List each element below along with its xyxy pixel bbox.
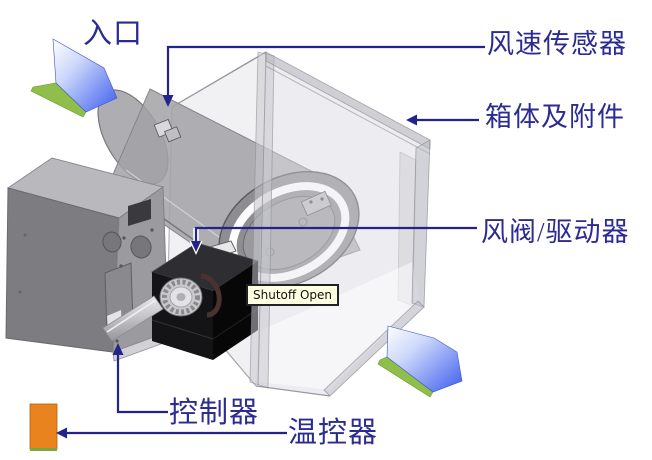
leader-velocity-sensor <box>162 45 485 107</box>
leader-lines <box>56 45 485 439</box>
shutoff-status-tooltip: Shutoff Open <box>246 284 340 306</box>
label-controller: 控制器 <box>169 397 260 429</box>
actuator-box <box>102 242 259 360</box>
label-inlet: 入口 <box>83 18 144 50</box>
box-floor <box>258 262 420 390</box>
leader-box-accessories <box>406 114 479 126</box>
leader-damper-actuator <box>189 226 477 255</box>
leader-controller <box>112 343 168 414</box>
label-thermostat: 温控器 <box>288 417 379 449</box>
label-box-accessories: 箱体及附件 <box>485 102 625 132</box>
label-velocity-sensor: 风速传感器 <box>487 29 627 59</box>
leader-thermostat <box>56 427 287 439</box>
actuator-gear-arc <box>200 273 222 318</box>
actuator-knob <box>159 277 203 317</box>
outlet-flow-arrow <box>377 325 463 398</box>
velocity-sensor-fitting <box>153 118 182 143</box>
label-damper-actuator: 风阀/驱动器 <box>481 217 630 247</box>
drive-shaft-tube <box>102 295 164 342</box>
cabinet-display-cutout <box>128 199 151 226</box>
inlet-flow-arrow <box>30 38 118 118</box>
controller-cabinet <box>5 157 170 362</box>
thermostat-swatch <box>29 403 58 451</box>
